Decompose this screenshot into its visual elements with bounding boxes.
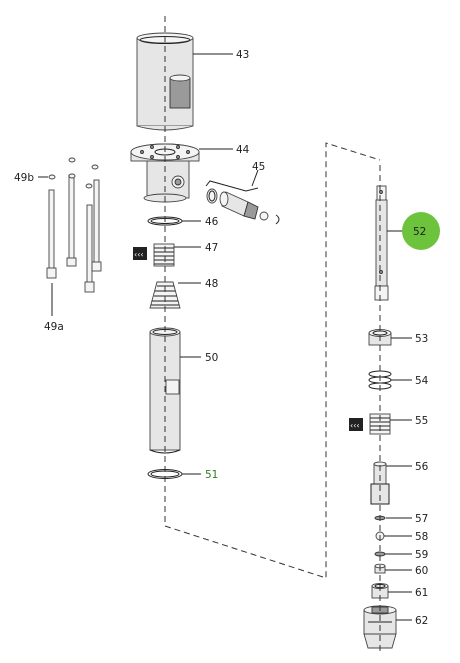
callout-54: 54 xyxy=(415,375,429,387)
callout-61: 61 xyxy=(415,587,428,599)
part-48-conical-spring xyxy=(149,281,181,309)
svg-text:‹‹‹: ‹‹‹ xyxy=(350,421,360,430)
callout-58: 58 xyxy=(415,531,428,543)
callout-53: 53 xyxy=(415,333,428,345)
svg-text:‹‹‹: ‹‹‹ xyxy=(134,250,144,259)
part-47-spring xyxy=(153,243,175,267)
highlight-circle xyxy=(402,212,440,250)
callout-51: 51 xyxy=(205,469,218,481)
callout-59: 59 xyxy=(415,549,428,561)
callout-52: 52 xyxy=(413,226,426,238)
callout-43: 43 xyxy=(236,49,249,61)
part-49b-washers xyxy=(48,157,99,189)
part-45-valve-assembly xyxy=(206,188,280,225)
leader-45-bracket xyxy=(205,180,259,192)
quantity-marker-47: ‹‹‹ xyxy=(133,247,147,260)
callout-56: 56 xyxy=(415,461,429,473)
part-44-flange xyxy=(130,143,200,203)
connector-frame xyxy=(164,142,381,579)
callout-57: 57 xyxy=(415,513,428,525)
part-43-housing xyxy=(136,32,194,131)
quantity-marker-55: ‹‹‹ xyxy=(349,418,363,431)
part-49a-pins xyxy=(46,174,102,293)
callout-62: 62 xyxy=(415,615,428,627)
callout-50: 50 xyxy=(205,352,218,364)
callout-49b: 49b xyxy=(14,172,34,184)
callout-46: 46 xyxy=(205,216,219,228)
part-52-shaft xyxy=(374,185,389,301)
callout-49a: 49a xyxy=(44,321,64,333)
callout-47: 47 xyxy=(205,242,218,254)
callout-48: 48 xyxy=(205,278,218,290)
callout-55: 55 xyxy=(415,415,428,427)
leader-45 xyxy=(251,169,259,187)
callout-44: 44 xyxy=(236,144,250,156)
callout-52-highlight: 52 xyxy=(402,212,440,250)
callout-45: 45 xyxy=(252,161,265,173)
callout-60: 60 xyxy=(415,565,428,577)
